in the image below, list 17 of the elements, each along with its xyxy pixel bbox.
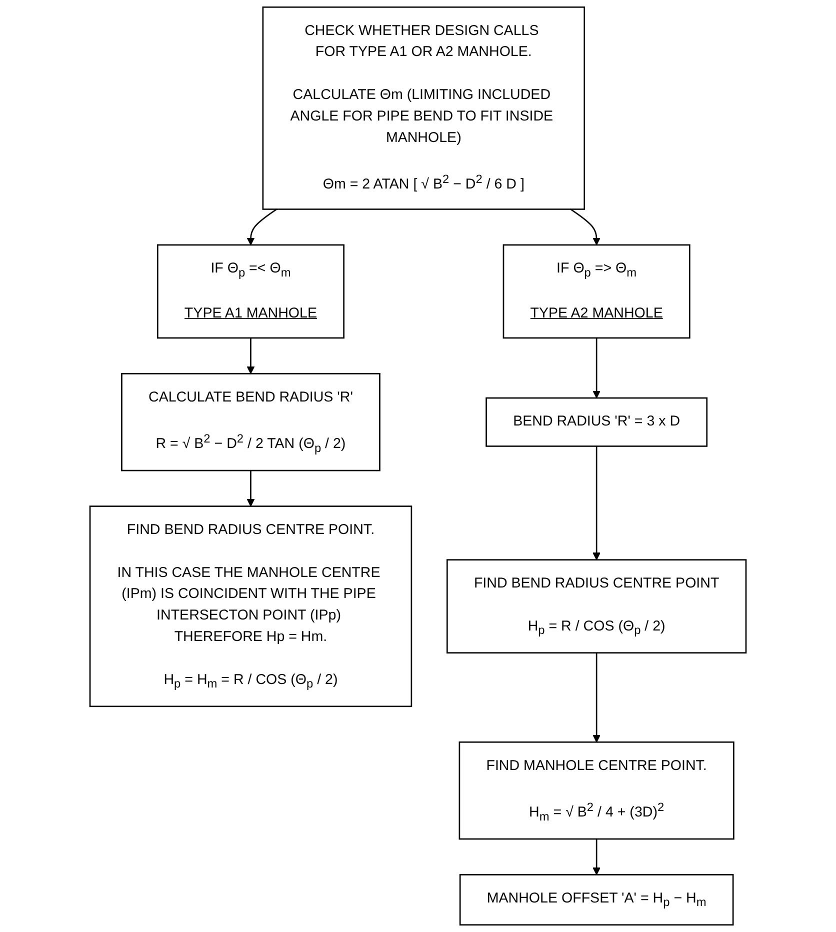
- arrow: [592, 446, 600, 560]
- node-box: MANHOLE OFFSET 'A' = H$_{p}$ − H$_{m}$: [459, 874, 734, 926]
- node-box: FIND MANHOLE CENTRE POINT. H$_{m}$ = √ B$^{2}$ / 4 + (3D)$^{2}$: [458, 741, 734, 840]
- node-box: IF Θ$_{p}$ =< Θ$_{m}$ TYPE A1 MANHOLE: [156, 244, 344, 339]
- node-box: FIND BEND RADIUS CENTRE POINT H$_{p}$ = R / COS (Θ$_{p}$ / 2): [446, 559, 747, 654]
- arrow: [246, 338, 255, 374]
- node-box: FIND BEND RADIUS CENTRE POINT. IN THIS CASE THE MANHOLE CENTRE (IPm) IS COINCIDENT WITH THE PIPE INTERSECTON POINT (IPp) THEREFORE Hp = Hm. H$_{p}$ = H$_{m}$ = R / COS (Θ$_{p}$ / 2): [89, 506, 412, 708]
- arrow: [592, 839, 600, 876]
- node-box: IF Θ$_{p}$ => Θ$_{m}$ TYPE A2 MANHOLE: [502, 244, 690, 339]
- arrow: [592, 338, 600, 398]
- node-box: CHECK WHETHER DESIGN CALLS FOR TYPE A1 OR A2 MANHOLE. CALCULATE Θm (LIMITING INCLUDED ANGLE FOR PIPE BEND TO FIT INSIDE MANHOLE) Θm = 2 ATAN [ √ B$^{2}$ − D$^{2}$ / 6 D ]: [262, 6, 586, 210]
- arrow: [570, 208, 600, 246]
- arrow: [246, 208, 278, 246]
- node-box: CALCULATE BEND RADIUS 'R' R = √ B$^{2}$ − D$^{2}$ / 2 TAN (Θ$_{p}$ / 2): [121, 373, 380, 472]
- node-box: BEND RADIUS 'R' = 3 x D: [486, 397, 708, 447]
- arrow: [246, 470, 255, 507]
- arrow: [592, 652, 600, 742]
